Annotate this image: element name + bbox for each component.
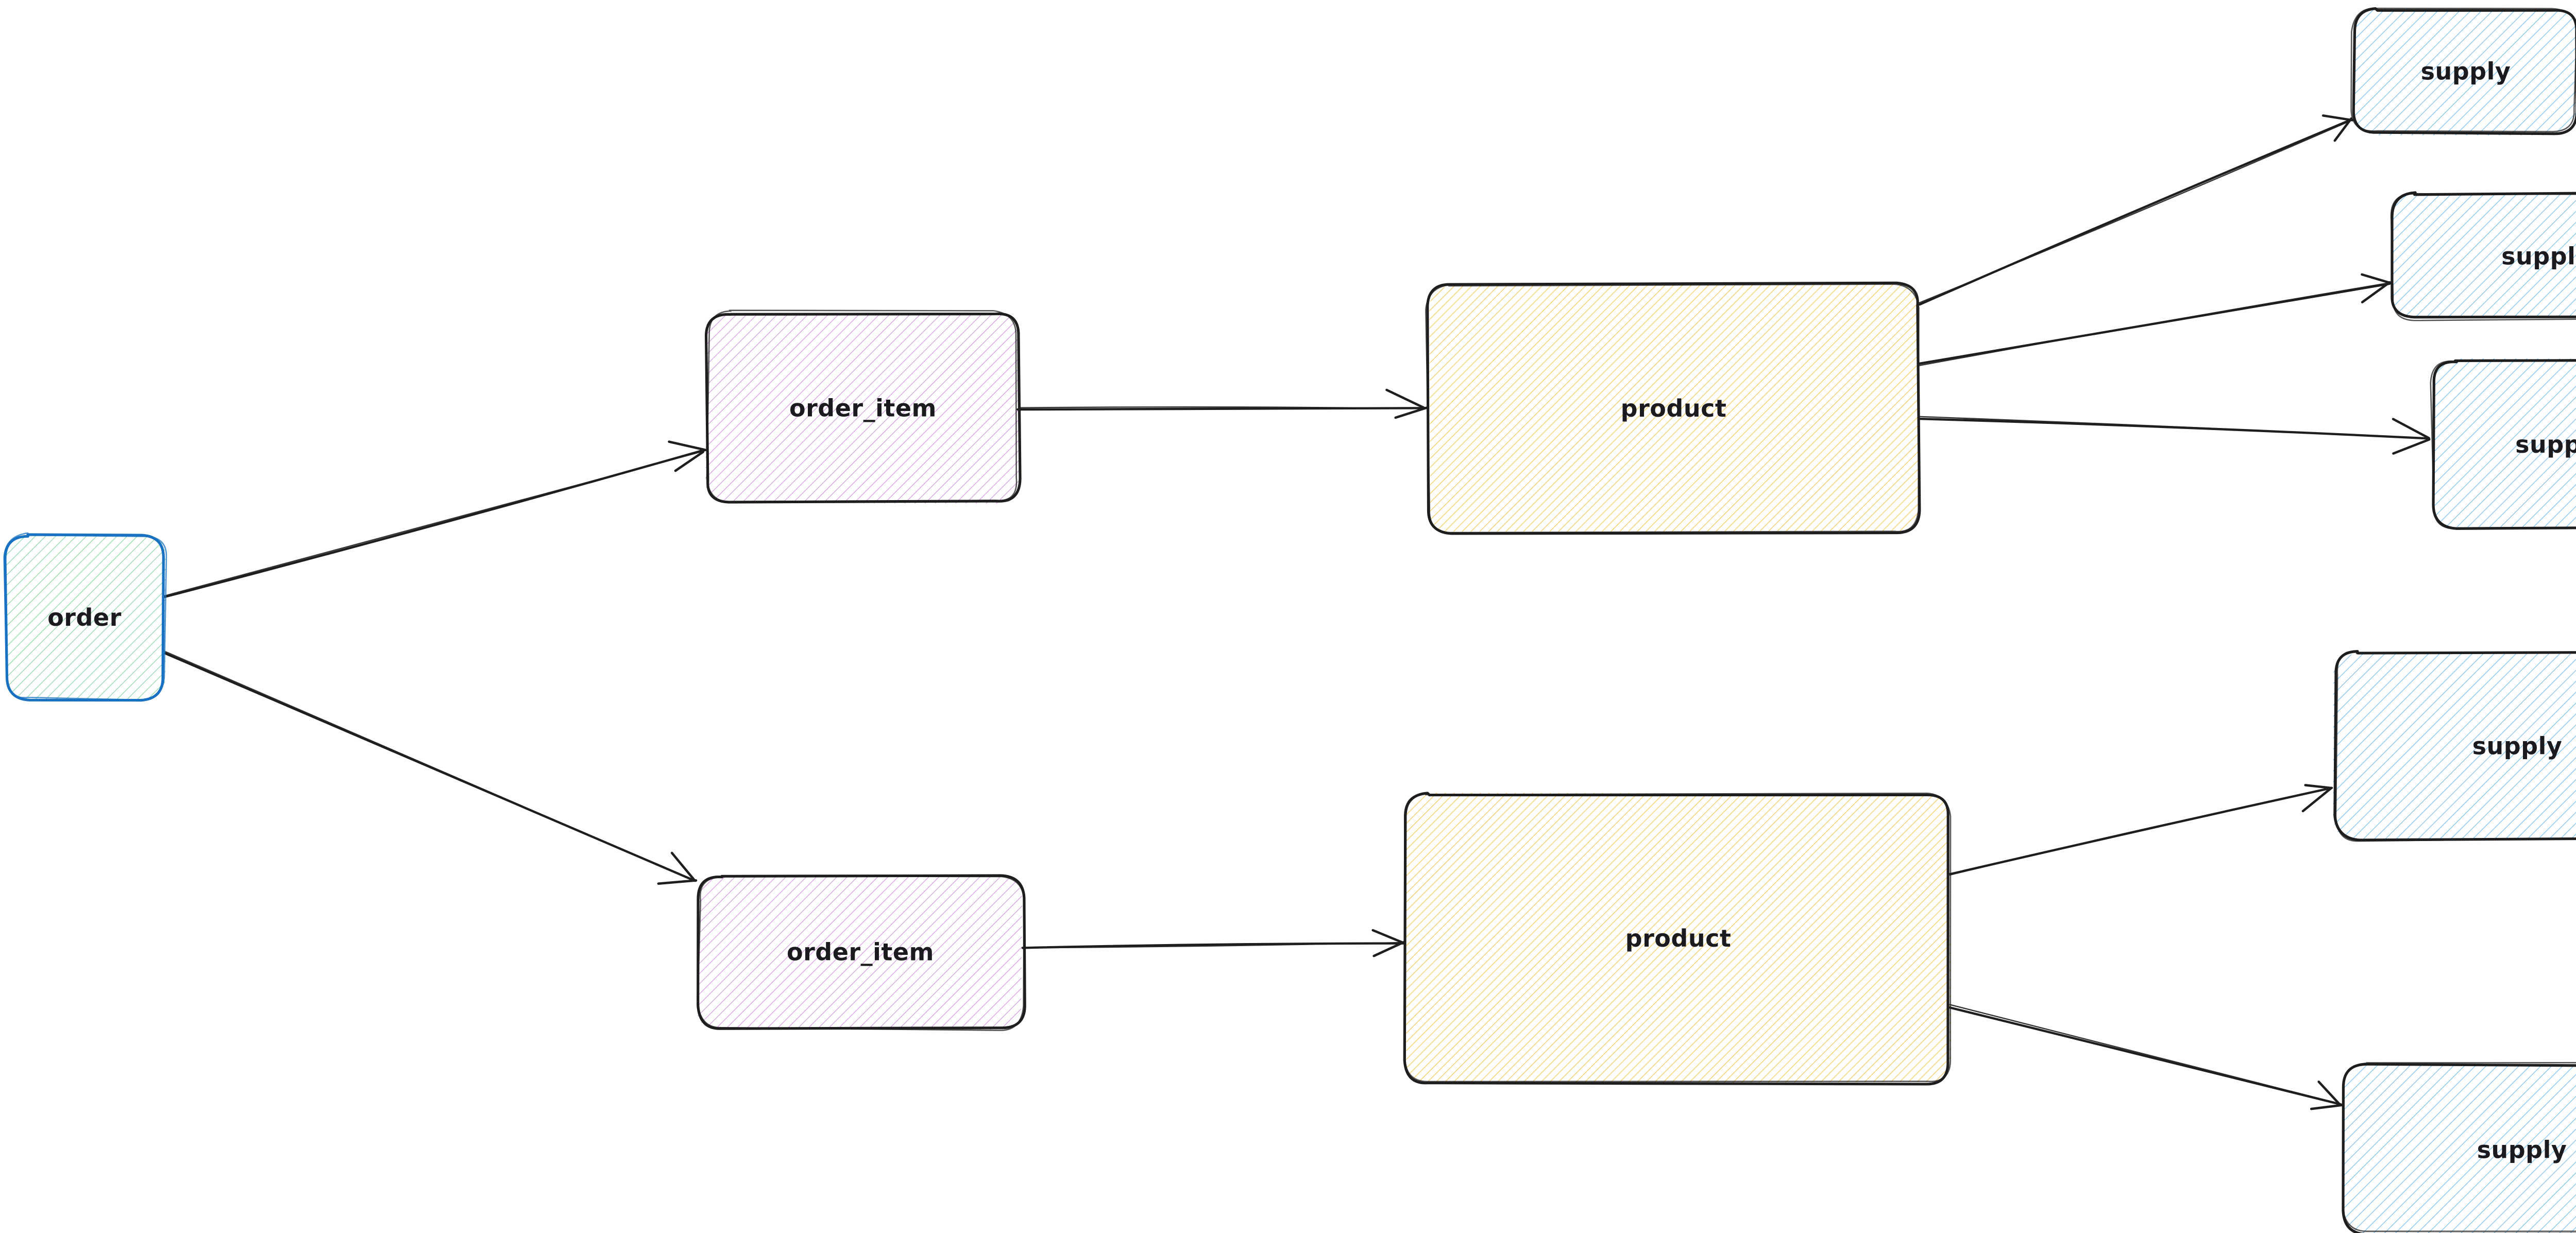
- arrowhead-stroke: [2304, 784, 2332, 790]
- node-fill-hatch: [1405, 792, 1951, 1084]
- node-outline: [2342, 1061, 2576, 1232]
- node-outline: [2430, 359, 2576, 529]
- node-fill-hatch: [2354, 8, 2576, 135]
- node-fill-hatch: [2391, 193, 2576, 318]
- arrowhead-stroke: [1371, 929, 1404, 944]
- node-supply_3[interactable]: supply: [2430, 358, 2576, 530]
- node-label-supply_5: supply: [2477, 1136, 2567, 1164]
- edge-product_2-to-supply_4[interactable]: [1947, 784, 2333, 876]
- node-order[interactable]: order: [3, 532, 167, 702]
- arrowhead-stroke: [1372, 940, 1405, 957]
- node-outline: [2335, 650, 2576, 842]
- arrowhead-stroke: [2321, 114, 2354, 122]
- edge-stroke: [1948, 1006, 2342, 1106]
- node-fill-hatch: [5, 534, 166, 700]
- node-outline: [2391, 191, 2576, 319]
- node-supply_5[interactable]: supply: [2342, 1061, 2576, 1233]
- node-fill-hatch: [2343, 1065, 2576, 1233]
- edge-order_item_1-to-product_1[interactable]: [1016, 388, 1428, 419]
- arrowhead-stroke: [657, 879, 698, 885]
- node-supply_4[interactable]: supply: [2333, 650, 2576, 842]
- edge-stroke: [1918, 282, 2391, 367]
- edge-stroke: [161, 649, 697, 882]
- edge-stroke: [164, 450, 705, 597]
- node-layer: orderorder_itemorder_itemproductproducts…: [3, 7, 2576, 1233]
- edge-stroke: [1919, 417, 2431, 440]
- node-order_item_1[interactable]: order_item: [704, 310, 1022, 504]
- arrowhead-stroke: [1394, 406, 1428, 419]
- node-outline: [697, 875, 1025, 1031]
- edge-order_item_2-to-product_2[interactable]: [1021, 929, 1405, 957]
- node-outline: [697, 874, 1026, 1030]
- node-outline: [4, 533, 165, 702]
- node-label-order: order: [47, 604, 122, 631]
- node-fill-hatch: [2333, 652, 2576, 841]
- arrowhead-stroke: [1385, 388, 1426, 409]
- node-supply_1[interactable]: supply: [2350, 7, 2576, 135]
- edge-stroke: [1018, 406, 1427, 409]
- arrowhead-stroke: [2301, 787, 2332, 813]
- edge-product_1-to-supply_3[interactable]: [1919, 416, 2431, 455]
- edge-product_1-to-supply_2[interactable]: [1917, 273, 2392, 367]
- arrowhead-stroke: [2310, 1104, 2344, 1110]
- node-product_1[interactable]: product: [1425, 281, 1921, 535]
- arrowhead-stroke: [2392, 418, 2430, 439]
- node-label-product_2: product: [1625, 924, 1732, 952]
- node-supply_2[interactable]: supply: [2390, 191, 2576, 321]
- edge-stroke: [1947, 787, 2333, 876]
- node-fill-hatch: [2432, 358, 2576, 528]
- node-label-product_1: product: [1621, 395, 1727, 422]
- node-outline: [2390, 193, 2576, 321]
- node-product_2[interactable]: product: [1403, 792, 1952, 1086]
- arrowhead-stroke: [674, 451, 704, 472]
- node-outline: [2432, 359, 2576, 530]
- arrowhead-stroke: [668, 440, 707, 451]
- arrowhead-stroke: [2361, 281, 2391, 304]
- node-fill-hatch: [705, 314, 1020, 504]
- arrowhead-stroke: [2317, 1080, 2342, 1106]
- node-fill-hatch: [696, 875, 1023, 1030]
- node-label-supply_4: supply: [2472, 732, 2563, 760]
- node-label-order_item_2: order_item: [787, 938, 934, 966]
- edge-stroke: [1021, 941, 1404, 949]
- edge-order-to-order_item_2[interactable]: [161, 649, 698, 885]
- node-label-order_item_1: order_item: [789, 395, 937, 422]
- arrowhead-stroke: [2333, 117, 2353, 142]
- edge-stroke: [1919, 416, 2431, 439]
- edge-stroke: [1917, 282, 2391, 365]
- node-outline: [1425, 283, 1920, 534]
- node-label-supply_3: supply: [2515, 431, 2576, 458]
- node-outline: [2350, 7, 2576, 132]
- node-label-supply_2: supply: [2501, 243, 2576, 270]
- edge-stroke: [1949, 1004, 2342, 1105]
- arrowhead-stroke: [2361, 273, 2392, 284]
- node-fill-hatch: [1429, 284, 1920, 532]
- arrowhead-stroke: [2392, 438, 2431, 455]
- node-outline: [3, 532, 167, 701]
- node-outline: [706, 310, 1018, 503]
- node-order_item_2[interactable]: order_item: [696, 874, 1026, 1031]
- edge-order-to-order_item_1[interactable]: [163, 440, 707, 598]
- node-outline: [1403, 792, 1952, 1083]
- edge-stroke: [1918, 118, 2352, 306]
- edge-product_1-to-supply_1[interactable]: [1918, 114, 2354, 306]
- node-label-supply_1: supply: [2421, 58, 2511, 85]
- arrowhead-stroke: [670, 851, 696, 882]
- edge-layer: [161, 114, 2431, 1110]
- edge-stroke: [1919, 119, 2353, 304]
- edge-product_2-to-supply_5[interactable]: [1948, 1004, 2344, 1110]
